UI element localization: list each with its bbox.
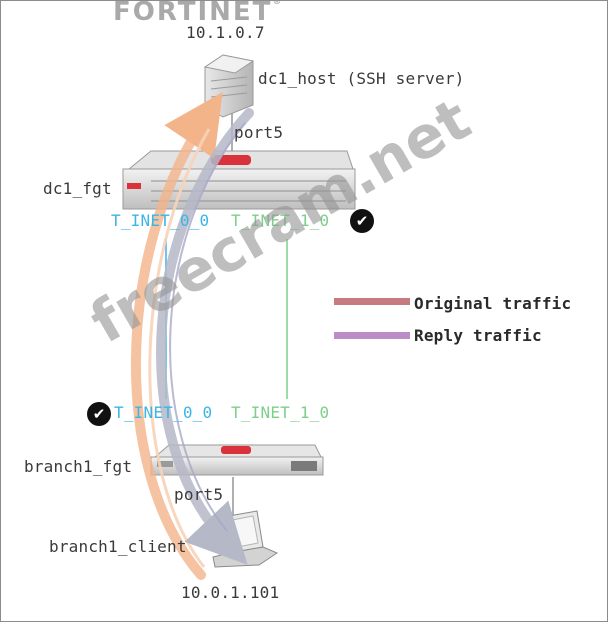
reply-traffic-arc [156, 108, 254, 565]
reply-traffic-arc-inner [169, 122, 246, 532]
original-traffic-arc-inner [148, 128, 211, 568]
legend-reply-label: Reply traffic [414, 326, 542, 345]
dc1-tunnel-0-label: T_INET_0_0 [111, 211, 210, 230]
fortinet-logo: FORTINET® [113, 0, 282, 27]
branch-tunnel-1-label: T_INET_1_0 [231, 403, 330, 422]
legend-reply-swatch [334, 332, 410, 339]
dc1-host-ip: 10.1.0.7 [186, 23, 265, 42]
branch1-client-label: branch1_client [49, 537, 187, 556]
dc1-host-label: dc1_host (SSH server) [258, 69, 465, 88]
branch-tunnel-0-label: T_INET_0_0 [114, 403, 213, 422]
dc1-tunnel-1-label: T_INET_1_0 [231, 211, 330, 230]
branch1-fgt-label: branch1_fgt [24, 457, 133, 476]
dc1-active-check-icon: ✔ [350, 209, 374, 233]
dc1-fgt-label: dc1_fgt [43, 179, 112, 198]
branch-active-check-icon: ✔ [87, 402, 111, 426]
legend-original-label: Original traffic [414, 294, 572, 313]
branch1-client-ip: 10.0.1.101 [181, 583, 280, 602]
branch1-port5-label: port5 [174, 485, 224, 504]
legend-original-swatch [334, 298, 410, 305]
dc1-port5-label: port5 [234, 123, 284, 142]
dc1-host-server-icon [203, 54, 255, 118]
original-traffic-arc [130, 92, 223, 580]
